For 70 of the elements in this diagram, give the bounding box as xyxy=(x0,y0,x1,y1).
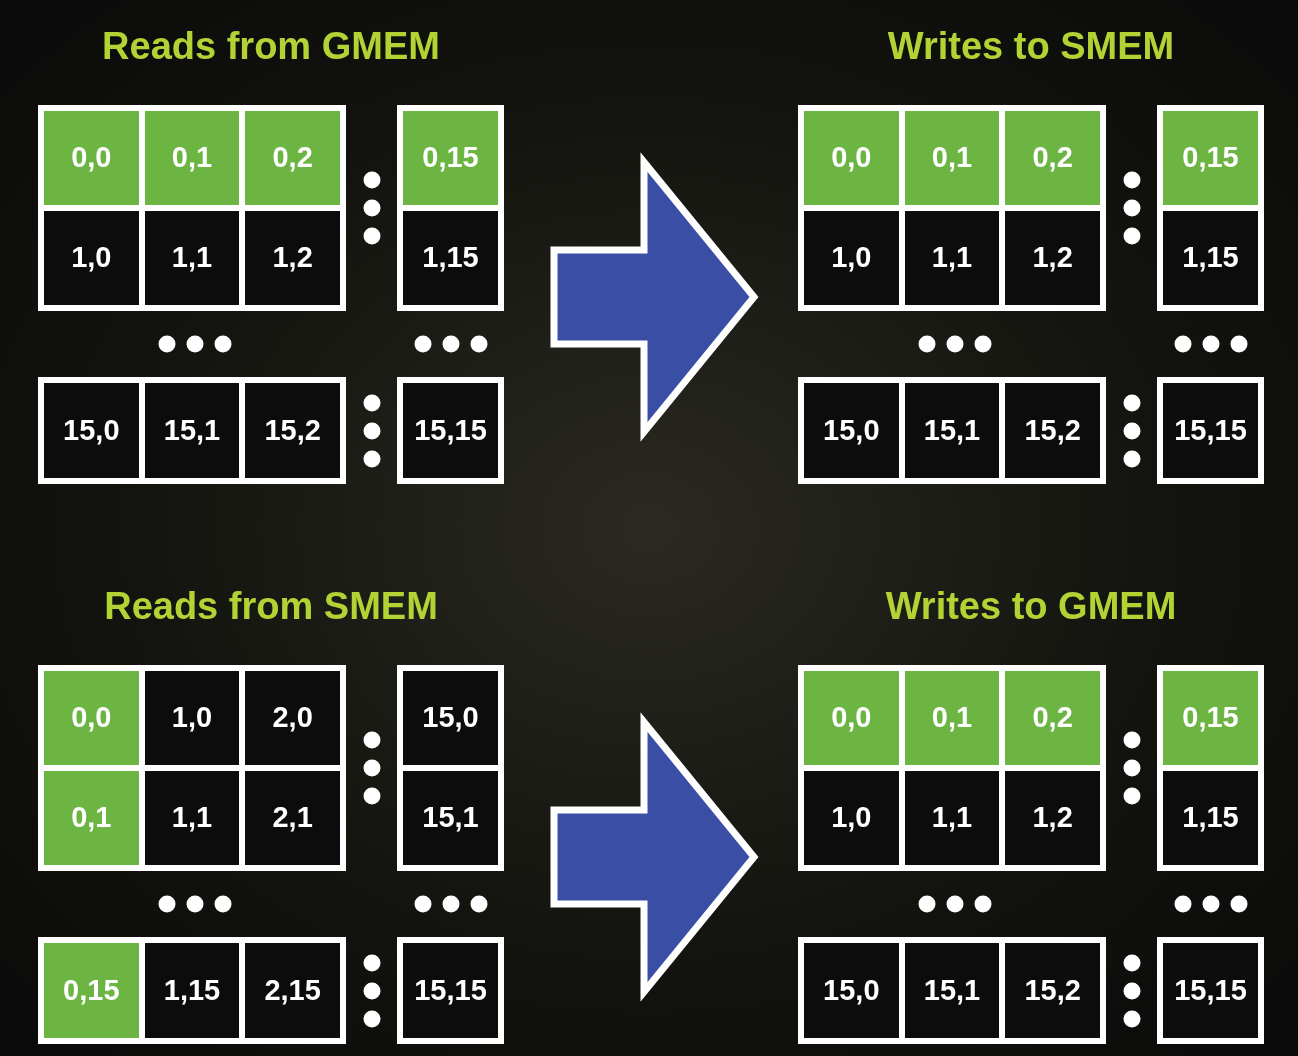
grid-cell: 15,2 xyxy=(1005,383,1100,478)
memory-block xyxy=(798,105,1106,311)
grid-cell: 15,2 xyxy=(245,383,340,478)
block-arrow xyxy=(550,152,759,442)
grid-cell: 15,2 xyxy=(1005,943,1100,1038)
grid-cell: 0,2 xyxy=(1005,111,1100,205)
block-arrow xyxy=(550,712,759,1002)
memory-block xyxy=(38,377,346,484)
panel-title: Writes to SMEM xyxy=(886,24,1176,69)
grid-cell: 1,0 xyxy=(804,771,899,865)
grid-cell: 15,0 xyxy=(804,943,899,1038)
grid-cell: 2,0 xyxy=(245,671,340,765)
grid-cell: 0,0 xyxy=(44,111,139,205)
grid-cell: 1,15 xyxy=(1163,211,1258,305)
memory-block xyxy=(397,105,504,311)
grid-cell: 15,1 xyxy=(144,383,240,478)
memory-block xyxy=(798,665,1106,871)
panel-title: Reads from SMEM xyxy=(103,584,439,629)
grid-cell: 15,1 xyxy=(403,771,498,865)
grid-cell: 15,0 xyxy=(403,671,498,765)
grid-cell: 1,0 xyxy=(144,671,240,765)
grid-cell: 1,2 xyxy=(1005,771,1100,865)
grid-cell: 0,2 xyxy=(245,111,340,205)
panel-title: Reads from GMEM xyxy=(101,24,441,69)
memory-block xyxy=(1157,105,1264,311)
memory-block xyxy=(38,105,346,311)
grid-cell: 15,15 xyxy=(403,943,498,1038)
grid-cell: 0,15 xyxy=(1163,671,1258,765)
grid-cell: 1,15 xyxy=(144,943,240,1038)
memory-block xyxy=(1157,377,1264,484)
grid-cell: 1,1 xyxy=(144,771,240,865)
grid-cell: 15,0 xyxy=(44,383,139,478)
grid-cell: 0,1 xyxy=(904,111,1000,205)
grid-cell: 1,2 xyxy=(245,211,340,305)
memory-block xyxy=(798,937,1106,1044)
grid-cell: 0,15 xyxy=(1163,111,1258,205)
grid-cell: 0,0 xyxy=(44,671,139,765)
grid-cell: 1,2 xyxy=(1005,211,1100,305)
grid-cell: 15,0 xyxy=(804,383,899,478)
grid-cell: 15,15 xyxy=(1163,943,1258,1038)
grid-cell: 1,1 xyxy=(144,211,240,305)
memory-block xyxy=(38,665,346,871)
memory-block xyxy=(1157,937,1264,1044)
grid-cell: 0,1 xyxy=(904,671,1000,765)
grid-cell: 0,1 xyxy=(144,111,240,205)
grid-cell: 2,1 xyxy=(245,771,340,865)
grid-cell: 0,15 xyxy=(403,111,498,205)
grid-cell: 1,0 xyxy=(44,211,139,305)
grid-cell: 1,15 xyxy=(1163,771,1258,865)
grid-cell: 1,1 xyxy=(904,771,1000,865)
grid-cell: 15,1 xyxy=(904,383,1000,478)
grid-cell: 0,15 xyxy=(44,943,139,1038)
grid-cell: 0,1 xyxy=(44,771,139,865)
panel-title: Writes to GMEM xyxy=(884,584,1178,629)
grid-cell: 0,0 xyxy=(804,671,899,765)
grid-cell: 15,1 xyxy=(904,943,1000,1038)
grid-cell: 1,0 xyxy=(804,211,899,305)
memory-block xyxy=(397,937,504,1044)
memory-block xyxy=(1157,665,1264,871)
grid-cell: 15,15 xyxy=(1163,383,1258,478)
memory-block xyxy=(798,377,1106,484)
grid-cell: 15,15 xyxy=(403,383,498,478)
memory-block xyxy=(397,665,504,871)
memory-block xyxy=(38,937,346,1044)
memory-block xyxy=(397,377,504,484)
grid-cell: 1,15 xyxy=(403,211,498,305)
grid-cell: 2,15 xyxy=(245,943,340,1038)
grid-cell: 0,0 xyxy=(804,111,899,205)
grid-cell: 0,2 xyxy=(1005,671,1100,765)
grid-cell: 1,1 xyxy=(904,211,1000,305)
